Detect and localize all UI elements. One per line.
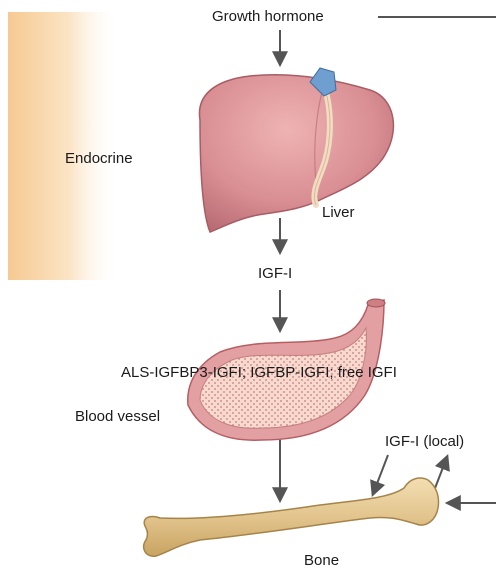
growth-hormone-label: Growth hormone (212, 8, 324, 26)
bone-shape (144, 478, 439, 556)
igf1-local-label: IGF-I (local) (385, 433, 464, 451)
endocrine-label: Endocrine (65, 150, 133, 168)
liver-illustration (199, 68, 393, 232)
complexes-label: ALS-IGFBP3-IGFI; IGFBP-IGFI; free IGFI (121, 364, 397, 382)
bone-illustration (144, 478, 439, 556)
liver-label: Liver (322, 204, 355, 222)
vessel-opening (367, 299, 385, 307)
arrow-local-to-bone (373, 455, 388, 494)
blood-vessel-label: Blood vessel (75, 408, 160, 426)
liver-shape (199, 75, 393, 232)
endocrine-band (8, 12, 120, 280)
igf1-label: IGF-I (258, 265, 292, 283)
bone-label: Bone (304, 552, 339, 570)
